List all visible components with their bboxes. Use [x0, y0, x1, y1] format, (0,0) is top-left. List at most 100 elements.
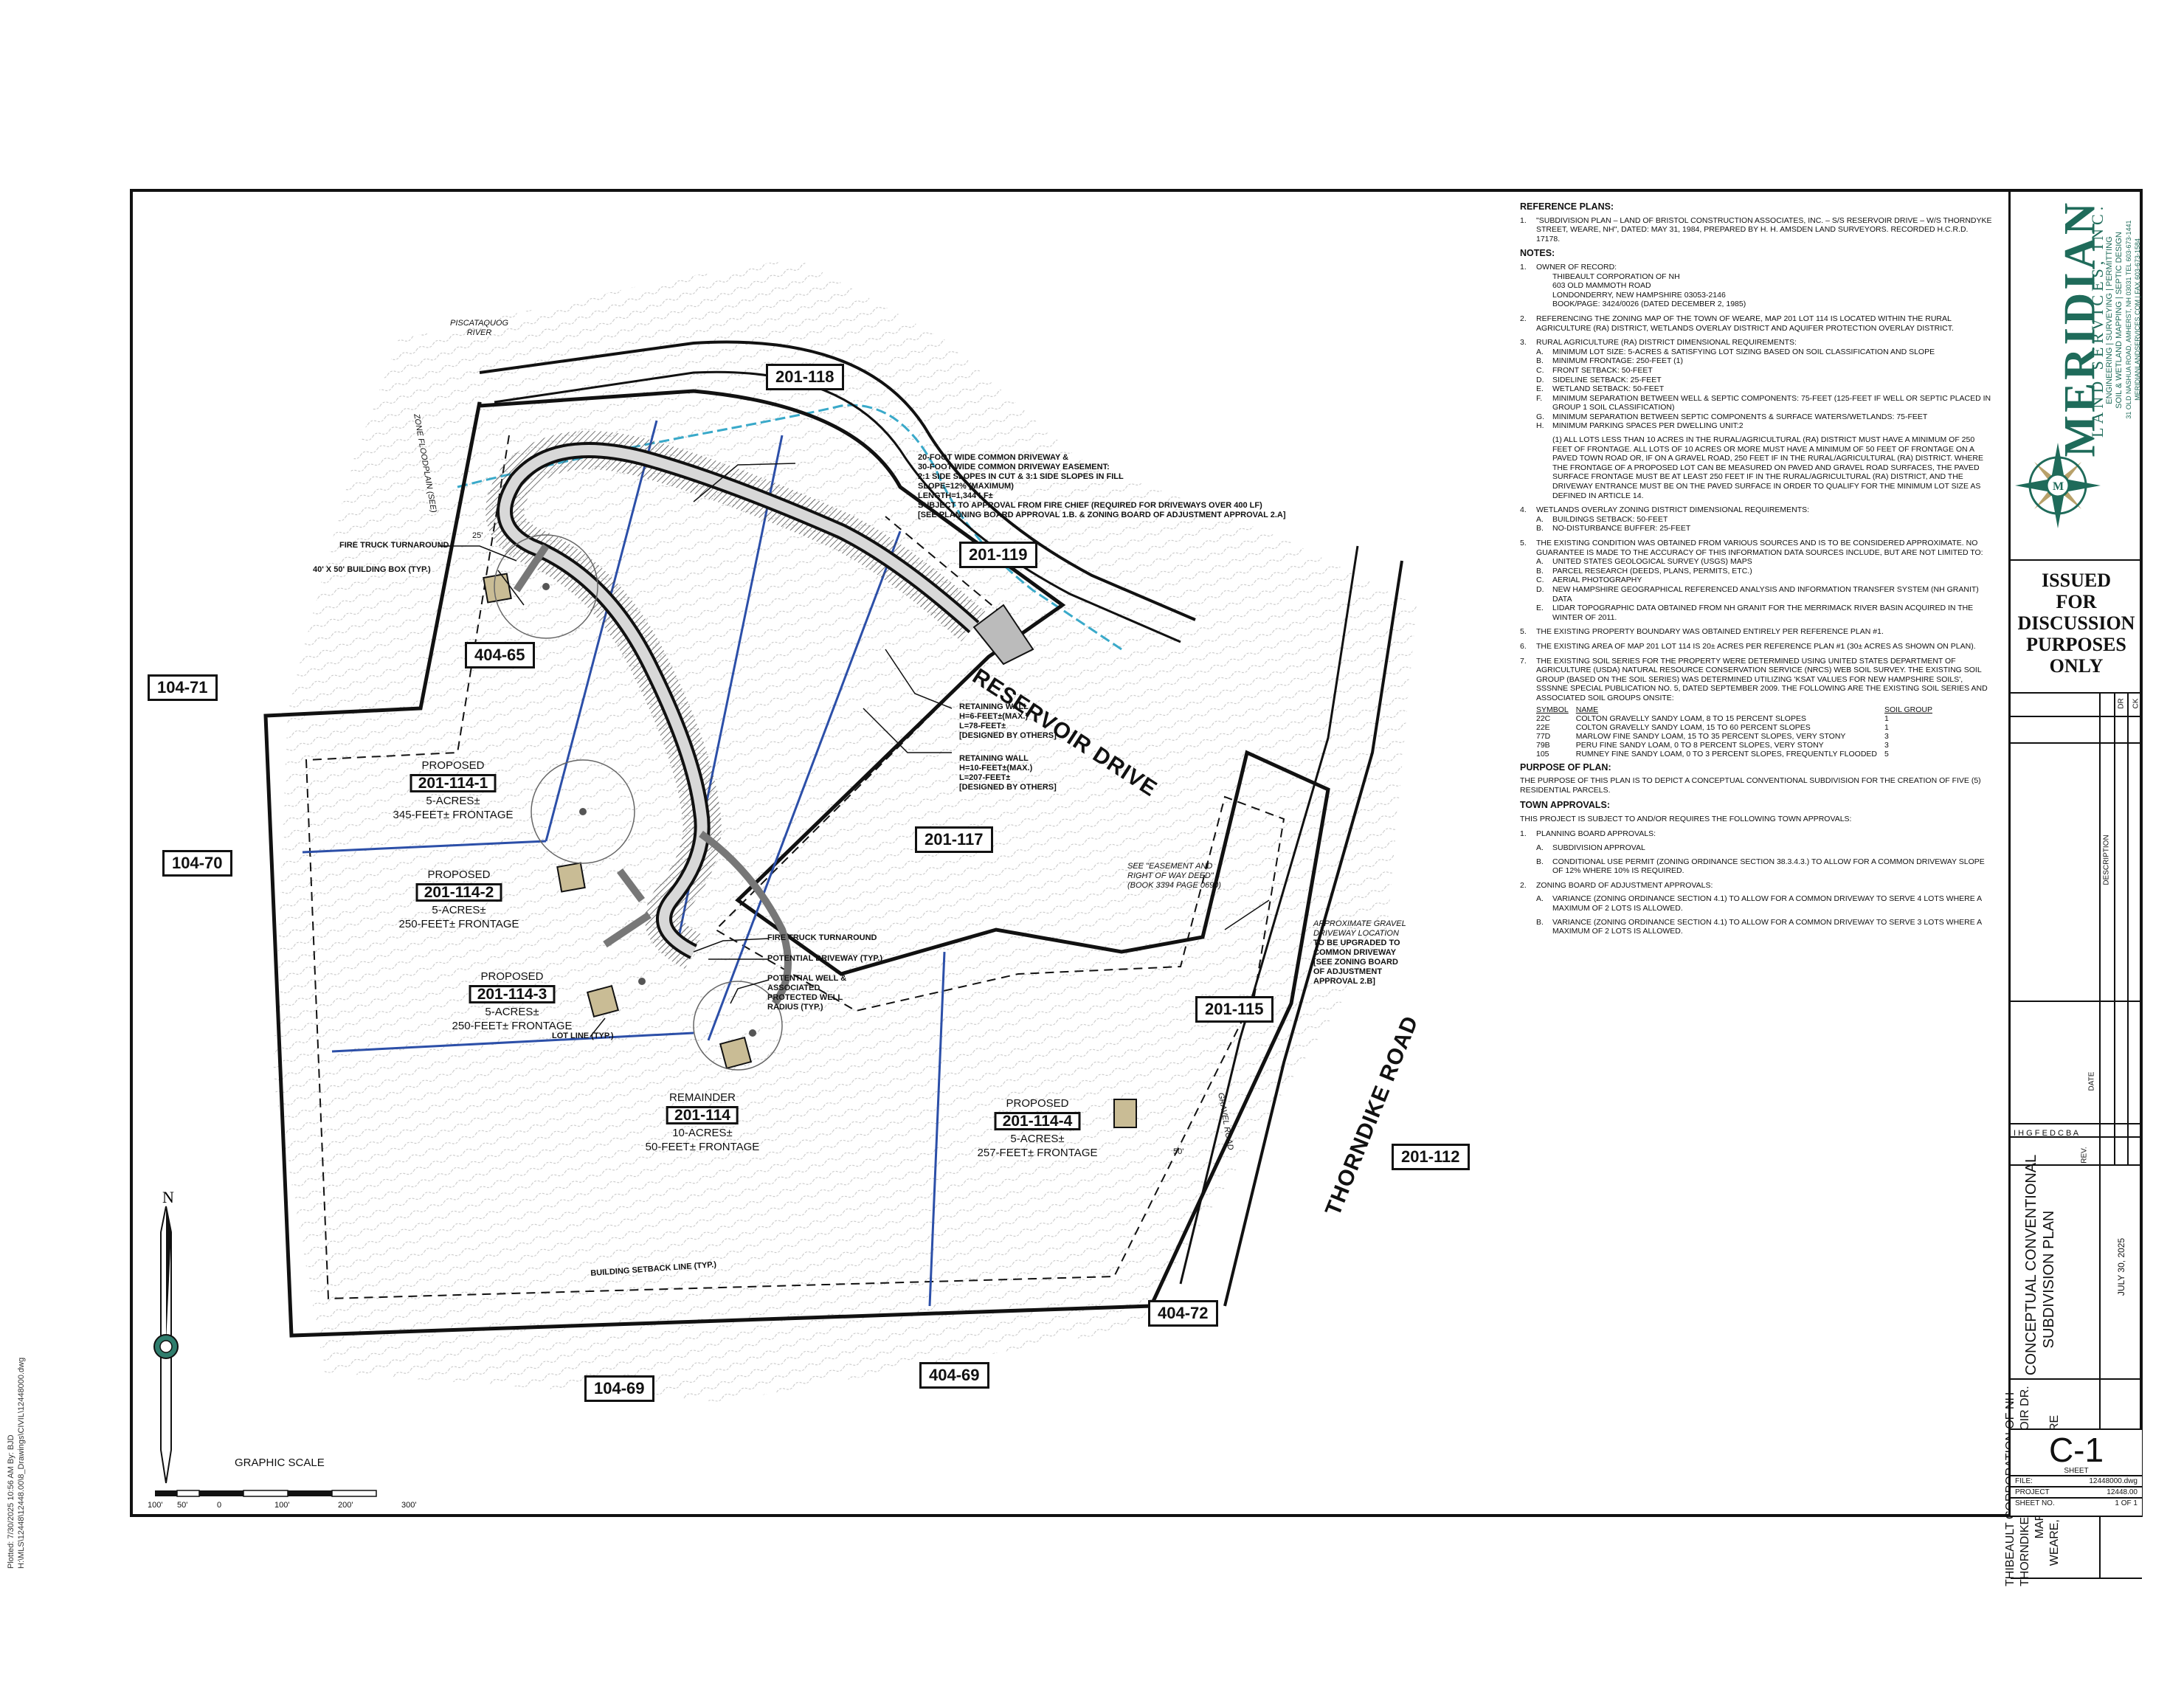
- rev-letters: I H G F E D C B A: [2014, 1129, 2079, 1138]
- building-box-lot2: [556, 862, 586, 893]
- lot-line-5: [331, 1032, 694, 1053]
- purpose-heading: PURPOSE OF PLAN:: [1520, 761, 1611, 773]
- sheet-border: [130, 189, 2143, 1517]
- building-setback-line: [305, 435, 1285, 1300]
- abutter-label: 201-115: [1195, 996, 1274, 1023]
- graphic-scale-bar: [155, 1490, 377, 1497]
- company-logo-cell: M MERIDIAN LAND SERVICES, INC. ENGINEERI…: [2011, 192, 2142, 561]
- lot-line-6: [928, 951, 946, 1307]
- abutter-label: 404-65: [465, 642, 535, 668]
- rev-col-date: DATE: [2087, 1071, 2096, 1091]
- company-services-2: SOIL & WETLAND MAPPING | SEPTIC DESIGN: [2115, 232, 2123, 409]
- svg-text:M: M: [2053, 480, 2064, 493]
- branch-driveway-lot2: [617, 868, 645, 902]
- building-box-remainder: [719, 1036, 753, 1070]
- town-approvals-heading: TOWN APPROVALS:: [1520, 800, 1610, 811]
- lot-line-3: [707, 531, 902, 1041]
- fire-truck-turnaround-callout-2: FIRE TRUCK TURNAROUND: [767, 933, 877, 942]
- dimension-50: 50': [1173, 1147, 1184, 1156]
- parcel-label-201-114-2: PROPOSED 201-114-2 5-ACRES± 250-FEET± FR…: [398, 868, 519, 930]
- driveway-note: 20-FOOT WIDE COMMON DRIVEWAY & 30-FOOT W…: [918, 453, 1286, 519]
- note-5: 5. THE EXISTING CONDITION WAS OBTAINED F…: [1520, 539, 1983, 622]
- plot-stamp-path: H:\MLS\12448\12448.00\8_Drawings\CIVIL\1…: [17, 1357, 26, 1569]
- site-plan-drawing: N: [153, 258, 1417, 1497]
- abutter-label: 201-118: [766, 364, 844, 390]
- issued-stamp: ISSUED FOR DISCUSSION PURPOSES ONLY: [2011, 561, 2142, 694]
- lot-line-4: [302, 840, 547, 854]
- fire-truck-turnaround-callout: FIRE TRUCK TURNAROUND: [339, 541, 449, 550]
- branch-driveway-lot3: [603, 911, 652, 948]
- note-7: 6.THE EXISTING AREA OF MAP 201 LOT 114 I…: [1520, 641, 1976, 651]
- notes-heading: NOTES:: [1520, 248, 1555, 259]
- well-point-lot2: [579, 808, 587, 815]
- reservoir-drive-edge-north: [479, 340, 1196, 621]
- well-point-lot1: [542, 583, 550, 590]
- revision-block: CK DR DESCRIPTION DATE REV. I H G F E D …: [2011, 694, 2142, 1166]
- potential-driveway-callout: POTENTIAL DRIVEWAY (TYP.): [767, 954, 883, 963]
- easement-note: SEE "EASEMENT AND RIGHT OF WAY DEED" (BO…: [1127, 862, 1221, 890]
- sheet-no-row: SHEET NO.1 OF 1: [2011, 1497, 2142, 1508]
- reference-plan-item: 1."SUBDIVISION PLAN – LAND OF BRISTOL CO…: [1520, 215, 1992, 243]
- graphic-scale-label: GRAPHIC SCALE: [235, 1457, 325, 1469]
- company-web: MERIDIANLANDSERVICES.COM | FAX 603-673-1…: [2134, 238, 2141, 401]
- note-2: 2.REFERENCING THE ZONING MAP OF THE TOWN…: [1520, 314, 1954, 333]
- scale-tick: 100': [274, 1501, 290, 1510]
- note-3: 3. RURAL AGRICULTURE (RA) DISTRICT DIMEN…: [1520, 338, 1991, 500]
- company-address: 31 OLD NASHUA ROAD, AMHERST, NH 03031 TE…: [2125, 220, 2132, 419]
- file-row: FILE:12448000.dwg: [2011, 1475, 2142, 1486]
- parcel-label-201-114-3: PROPOSED 201-114-3 5-ACRES± 250-FEET± FR…: [452, 970, 573, 1032]
- town-approvals-intro: THIS PROJECT IS SUBJECT TO AND/OR REQUIR…: [1520, 814, 1852, 823]
- abutter-label: 201-117: [915, 826, 993, 853]
- scale-tick: 100': [148, 1501, 163, 1510]
- abutter-label: 104-69: [584, 1375, 654, 1402]
- well-radius-lot2: [531, 759, 635, 864]
- gravel-driveway-note: APPROXIMATE GRAVEL DRIVEWAY LOCATION TO …: [1313, 919, 1406, 986]
- dimension-25: 25': [472, 531, 483, 540]
- lot-line-1: [545, 420, 658, 842]
- note-6: 5.THE EXISTING PROPERTY BOUNDARY WAS OBT…: [1520, 627, 1884, 637]
- rev-col-dr: DR: [2117, 698, 2126, 709]
- parcel-label-201-114-remainder: REMAINDER 201-114 10-ACRES± 50-FEET± FRO…: [645, 1091, 760, 1153]
- callout-leaders: [439, 463, 1270, 1037]
- rev-col-ck: CK: [2132, 698, 2140, 709]
- well-radius-lot1: [494, 534, 598, 639]
- thorndike-road-edge-east: [1223, 560, 1403, 1307]
- title-block: M MERIDIAN LAND SERVICES, INC. ENGINEERI…: [2004, 192, 2142, 1586]
- sheet-number: C-1: [2048, 1431, 2104, 1469]
- topographic-contours: [273, 258, 1417, 1402]
- plan-title: CONCEPTUAL CONVENTIONAL SUBDIVISION PLAN: [2023, 1154, 2057, 1375]
- branch-driveway-lot1: [513, 544, 550, 592]
- scale-tick: 300': [401, 1501, 417, 1510]
- lot-line-callout: LOT LINE (TYP.): [552, 1032, 614, 1040]
- abutter-label: 201-119: [959, 542, 1037, 568]
- north-label: N: [162, 1188, 174, 1206]
- abutter-label: 104-71: [148, 674, 218, 701]
- driveway-apron: [972, 604, 1034, 666]
- thorndike-road-edge-west: [1179, 545, 1359, 1285]
- retaining-wall-note-1: RETAINING WALL H=6-FEET±(MAX.) L=78-FEET…: [959, 702, 1057, 740]
- note-8: 7.THE EXISTING SOIL SERIES FOR THE PROPE…: [1520, 656, 1988, 702]
- compass-rose-icon: M: [2015, 443, 2101, 528]
- scale-tick: 50': [177, 1501, 188, 1510]
- abutter-label: 404-69: [919, 1362, 989, 1389]
- rev-col-description: DESCRIPTION: [2102, 835, 2111, 885]
- plan-title-cell: CONCEPTUAL CONVENTIONAL SUBDIVISION PLAN…: [2011, 1154, 2142, 1380]
- plot-stamp: Plotted: 7/30/2025 10:56 AM By: BJD H:\M…: [6, 1358, 27, 1569]
- abutter-label: 104-70: [162, 850, 232, 877]
- parcel-label-201-114-4: PROPOSED 201-114-4 5-ACRES± 257-FEET± FR…: [977, 1097, 1098, 1159]
- abutter-label: 201-112: [1392, 1144, 1470, 1170]
- well-point-remainder: [749, 1029, 756, 1037]
- plot-stamp-line1: Plotted: 7/30/2025 10:56 AM By: BJD: [7, 1434, 15, 1569]
- sheet-label: SHEET: [2064, 1467, 2089, 1475]
- scale-tick: 200': [338, 1501, 353, 1510]
- company-services: ENGINEERING | SURVEYING | PERMITTING: [2105, 236, 2114, 404]
- branch-driveway-remainder: [699, 830, 792, 1006]
- note-4: 4. WETLANDS OVERLAY ZONING DISTRICT DIME…: [1520, 505, 1810, 533]
- plan-date: JULY 30, 2025: [2116, 1237, 2126, 1296]
